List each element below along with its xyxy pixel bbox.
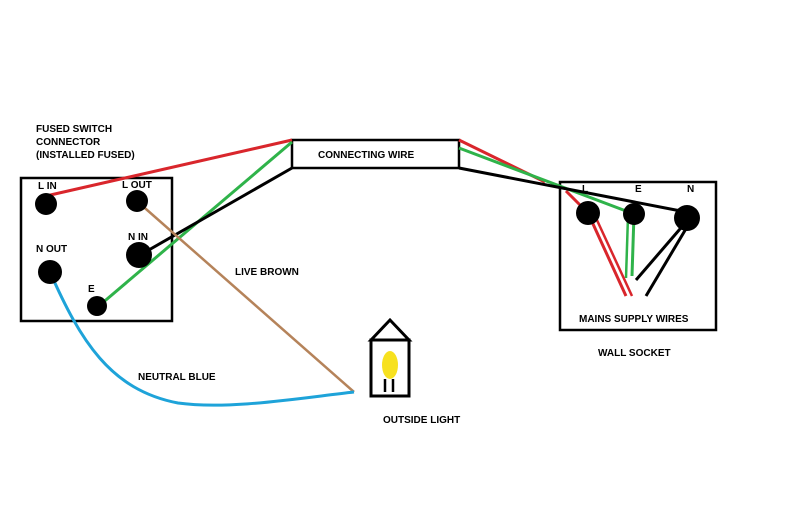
- connecting-wire-label: CONNECTING WIRE: [318, 150, 414, 161]
- neutral-black-wire-switch: [139, 166, 293, 257]
- wall-socket-caption: WALL SOCKET: [598, 348, 671, 359]
- socket-terminal-n: [674, 205, 700, 231]
- terminal-n-in: [126, 242, 152, 268]
- lamp-icon: [367, 317, 413, 398]
- terminal-l-out: [126, 190, 148, 212]
- socket-terminal-label-e: E: [635, 184, 642, 195]
- terminal-l-in: [35, 193, 57, 215]
- mains-supply-wires-label: MAINS SUPPLY WIRES: [579, 314, 689, 325]
- live-brown-label: LIVE BROWN: [235, 267, 299, 278]
- live-red-wire-switch: [45, 138, 293, 198]
- neutral-black-wire-socket: [458, 166, 687, 214]
- outside-light-label: OUTSIDE LIGHT: [383, 415, 460, 426]
- live-brown-wire: [137, 201, 355, 393]
- terminal-label-n-in: N IN: [128, 232, 148, 243]
- fused-switch-title-line3: (INSTALLED FUSED): [36, 150, 135, 161]
- terminal-label-l-out: L OUT: [122, 180, 152, 191]
- neutral-blue-wire: [48, 271, 355, 407]
- fused-switch-title-line1: FUSED SWITCH: [36, 124, 112, 135]
- terminal-label-n-out: N OUT: [36, 244, 67, 255]
- neutral-black-wire-down1: [634, 221, 688, 281]
- terminal-label-e: E: [88, 284, 95, 295]
- connecting-wire-box: [290, 138, 461, 170]
- socket-terminal-label-l: L: [582, 184, 588, 195]
- socket-terminal-l: [576, 201, 600, 225]
- terminal-label-l-in: L IN: [38, 181, 57, 192]
- terminal-e: [87, 296, 107, 316]
- socket-terminal-e: [623, 203, 645, 225]
- fused-switch-title-line2: CONNECTOR: [36, 137, 101, 148]
- terminal-n-out: [38, 260, 62, 284]
- earth-green-wire-tail: [624, 215, 630, 279]
- neutral-black-wire-down2: [644, 221, 692, 297]
- live-red-wire-tail: [594, 217, 634, 297]
- socket-terminal-label-n: N: [687, 184, 694, 195]
- neutral-blue-label: NEUTRAL BLUE: [138, 372, 216, 383]
